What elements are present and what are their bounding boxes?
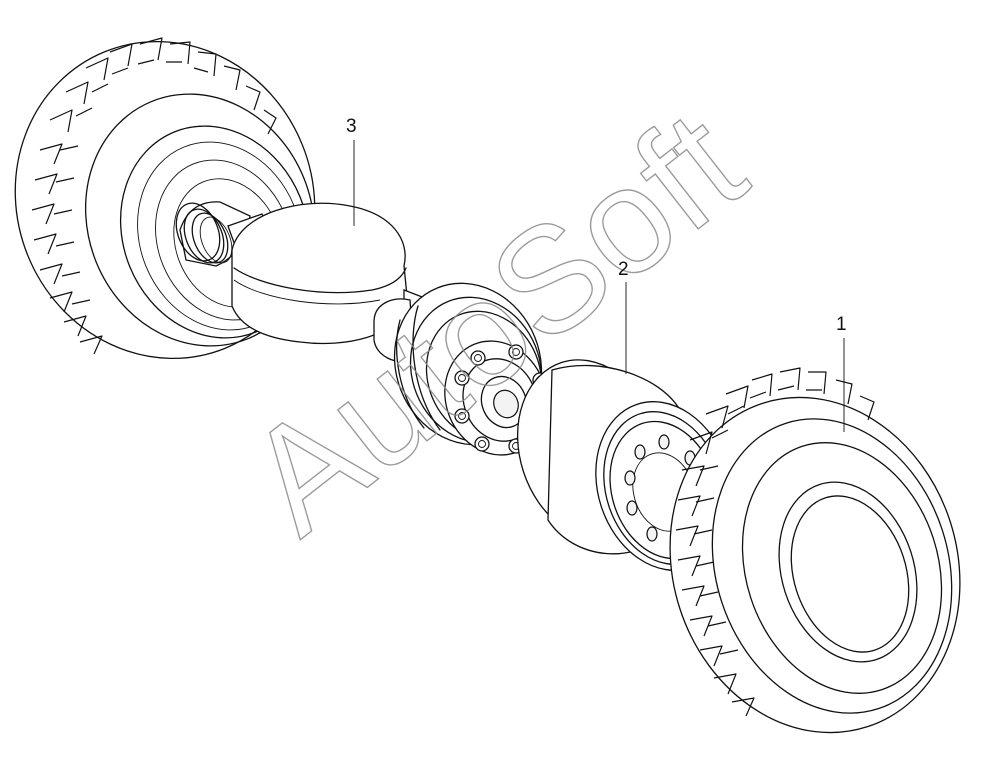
callout-label-3: 3 [346,116,357,137]
rear-tire-tread [31,37,277,355]
callout-label-2: 2 [618,259,629,280]
callout-3: 3 [346,116,357,226]
callout-label-1: 1 [836,314,847,335]
front-right-tire [669,367,961,734]
callout-1: 1 [836,314,847,432]
callout-2: 2 [618,259,629,374]
front-tire-tread [675,367,875,717]
